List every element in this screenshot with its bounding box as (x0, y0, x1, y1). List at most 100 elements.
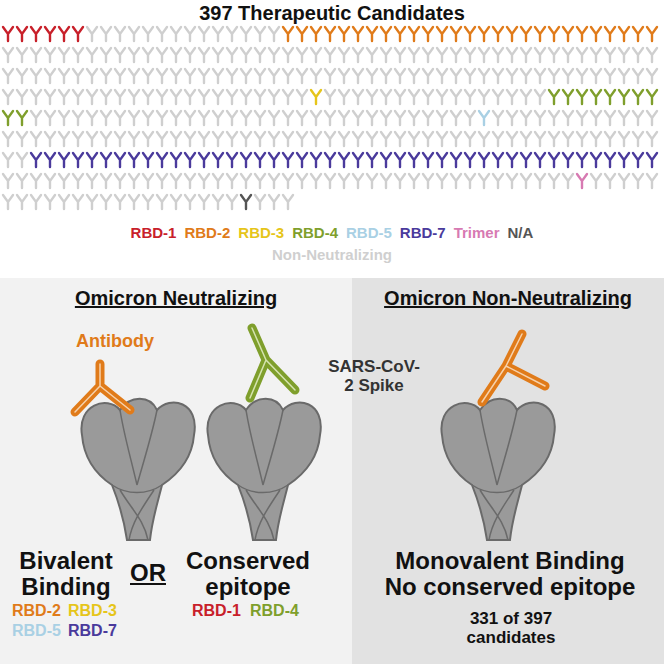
antibody-bivalent (75, 364, 130, 412)
antibody-icon (619, 90, 629, 104)
antibody-icon (171, 69, 181, 83)
antibody-icon (591, 174, 601, 188)
antibody-icon (493, 27, 503, 41)
antibody-icon (115, 69, 125, 83)
antibody-icon (143, 27, 153, 41)
antibody-icon (101, 90, 111, 104)
antibody-icon (143, 132, 153, 146)
antibody-icon (507, 90, 517, 104)
antibody-icon (633, 153, 643, 167)
antibody-icon (577, 69, 587, 83)
legend-entry: RBD-1 (131, 224, 177, 241)
antibody-icon (3, 90, 13, 104)
antibody-icon (563, 27, 573, 41)
antibody-icon (381, 132, 391, 146)
antibody-icon (87, 153, 97, 167)
antibody-icon (185, 69, 195, 83)
antibody-icon (283, 174, 293, 188)
antibody-icon (255, 90, 265, 104)
antibody-icon (241, 153, 251, 167)
antibody-icon (647, 111, 657, 125)
antibody-icon (269, 90, 279, 104)
antibody-icon (87, 27, 97, 41)
epitope-class: RBD-2 (12, 602, 61, 620)
antibody-icon (17, 174, 27, 188)
antibody-icon (171, 132, 181, 146)
antibody-icon (605, 69, 615, 83)
antibody-icon (129, 111, 139, 125)
antibody-icon (479, 48, 489, 62)
antibody-icon (311, 153, 321, 167)
antibody-icon (31, 132, 41, 146)
antibody-icon (605, 27, 615, 41)
antibody-icon (171, 174, 181, 188)
antibody-icon (577, 90, 587, 104)
antibody-icon (437, 90, 447, 104)
antibody-icon (395, 132, 405, 146)
panel-heading: Omicron Neutralizing (0, 278, 352, 310)
antibody-icon (3, 27, 13, 41)
antibody-icon (353, 27, 363, 41)
antibody-icon (409, 132, 419, 146)
antibody-icon (213, 153, 223, 167)
antibody-icon (325, 174, 335, 188)
antibody-icon (577, 27, 587, 41)
antibody-icon (297, 111, 307, 125)
antibody-icon (423, 69, 433, 83)
callout-label: SARS-CoV-2 Spike (328, 358, 420, 395)
antibody-icon (227, 90, 237, 104)
antibody-icon (465, 132, 475, 146)
antibody-icon (451, 132, 461, 146)
antibody-icon (227, 111, 237, 125)
antibody-icon (395, 48, 405, 62)
antibody-icon (507, 153, 517, 167)
antibody-icon (45, 153, 55, 167)
antibody-icon (101, 153, 111, 167)
antibody-icon (395, 27, 405, 41)
antibody-icon (633, 90, 643, 104)
antibody-icon (591, 111, 601, 125)
antibody-icon (451, 90, 461, 104)
antibody-icon (255, 69, 265, 83)
antibody-icon (423, 174, 433, 188)
antibody-icon (59, 195, 69, 209)
antibody-icon (437, 153, 447, 167)
antibody-icon (157, 174, 167, 188)
antibody-icon (339, 48, 349, 62)
antibody-icon (101, 174, 111, 188)
antibody-icon (3, 69, 13, 83)
antibody-icon (31, 195, 41, 209)
antibody-icon (619, 153, 629, 167)
antibody-icon (381, 153, 391, 167)
antibody-icon (185, 153, 195, 167)
antibody-icon (535, 69, 545, 83)
or-text: OR (130, 560, 166, 586)
antibody-icon (213, 174, 223, 188)
antibody-icon (465, 153, 475, 167)
antibody-icon (157, 69, 167, 83)
spike-protein (207, 399, 320, 540)
antibody-icon (129, 48, 139, 62)
antibody-icon (409, 174, 419, 188)
antibody-icon (101, 132, 111, 146)
antibody-icon (269, 111, 279, 125)
antibody-icon (185, 90, 195, 104)
antibody-icon (647, 132, 657, 146)
antibody-icon (395, 90, 405, 104)
antibody-icon (493, 174, 503, 188)
antibody-icon (59, 153, 69, 167)
antibody-icon (647, 153, 657, 167)
antibody-icon (129, 90, 139, 104)
antibody-icon (577, 111, 587, 125)
antibody-icon (325, 153, 335, 167)
antibody-icon (353, 174, 363, 188)
antibody-icon (101, 195, 111, 209)
antibody-icon (213, 48, 223, 62)
antibody-icon (479, 153, 489, 167)
antibody-icon (129, 27, 139, 41)
antibody-icon (507, 69, 517, 83)
antibody-icon (283, 111, 293, 125)
antibody-icon (283, 90, 293, 104)
antibody-icon (465, 174, 475, 188)
antibody-icon (101, 27, 111, 41)
